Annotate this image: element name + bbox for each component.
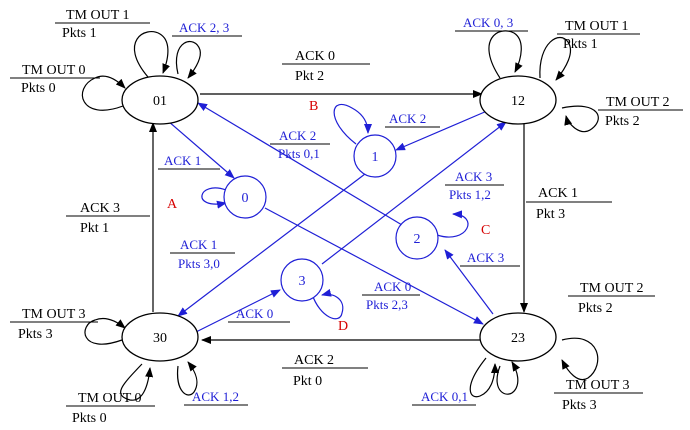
edge-3-to-12: [321, 121, 507, 265]
label-ack03: ACK 0, 3: [463, 15, 513, 30]
edge-23-to-2: [444, 249, 494, 315]
label-tm3-bot: Pkts 3: [18, 327, 53, 342]
marker-c: C: [481, 223, 490, 238]
label-tm2-bot: Pkts 2: [605, 114, 640, 129]
self-loop-30-bottomright: [176, 361, 198, 396]
label-ack2-blue: ACK 2: [389, 111, 426, 126]
self-loop-01-left: [81, 75, 126, 111]
self-loop-1: [333, 103, 372, 145]
label-tm3b-bot: Pkts 3: [562, 398, 597, 413]
edge-2-to-01: [197, 102, 403, 226]
state-12-label: 12: [511, 94, 525, 109]
self-loop-12-right: [561, 105, 599, 133]
self-loop-01-top: [133, 31, 170, 78]
state-23[interactable]: 23: [479, 312, 557, 362]
label-tm2b-bot: Pkts 2: [578, 301, 613, 316]
label-ack1-pkts-bot: Pkts 3,0: [178, 256, 220, 271]
self-loop-12-topright: [539, 36, 572, 81]
self-loop-3: [311, 288, 344, 320]
label-ack1-right-top: ACK 1: [538, 186, 578, 201]
self-loop-30-bottom: [120, 363, 154, 401]
label-tm0b-bot: Pkts 0: [72, 411, 107, 426]
self-loop-12-top: [488, 30, 523, 79]
label-tm1-bot: Pkts 1: [62, 26, 97, 41]
edge-0-to-23: [264, 207, 484, 325]
label-ack0-blue: ACK 0: [236, 306, 273, 321]
label-ack1-right-bot: Pkt 3: [536, 207, 565, 222]
marker-d: D: [338, 319, 348, 334]
self-loop-2: [436, 210, 469, 238]
label-ack3-pkts-top: ACK 3: [455, 169, 492, 184]
self-loop-23-bottomleft: [469, 357, 499, 398]
edge-12-to-1: [395, 110, 488, 151]
label-tm1b-bot: Pkts 1: [563, 37, 598, 52]
edge-30-to-3: [195, 289, 281, 333]
state-1-label: 1: [372, 150, 379, 165]
label-ack0-pkts-top: ACK 0: [374, 279, 411, 294]
label-ack01: ACK 0,1: [421, 389, 468, 404]
label-ack3-left-bot: Pkt 1: [80, 221, 109, 236]
label-ack2-bottom-bot: Pkt 0: [293, 374, 322, 389]
edge-01-to-0: [167, 120, 235, 179]
label-ack2-pkts-top: ACK 2: [279, 128, 316, 143]
self-loop-01-right: [175, 40, 201, 79]
state-2[interactable]: 2: [395, 216, 439, 260]
label-ack12: ACK 1,2: [192, 389, 239, 404]
label-tm1b-top: TM OUT 1: [565, 19, 629, 34]
label-ack2-bottom-top: ACK 2: [294, 353, 334, 368]
marker-a: A: [167, 197, 178, 212]
marker-b: B: [309, 99, 318, 114]
state-12[interactable]: 12: [479, 75, 557, 125]
label-ack1-blue: ACK 1: [164, 153, 201, 168]
state-3-label: 3: [299, 274, 306, 289]
self-loop-30-left: [84, 317, 126, 345]
label-ack0-bot: Pkt 2: [295, 69, 324, 84]
label-tm0-bot: Pkts 0: [21, 81, 56, 96]
label-tm0-top: TM OUT 0: [22, 63, 86, 78]
self-loop-23-bottom: [496, 361, 521, 395]
state-01-label: 01: [153, 94, 167, 109]
label-ack0-top: ACK 0: [295, 49, 335, 64]
label-tm3b-top: TM OUT 3: [566, 378, 630, 393]
state-1[interactable]: 1: [353, 134, 397, 178]
label-ack3-left-top: ACK 3: [80, 201, 120, 216]
label-ack23: ACK 2, 3: [179, 20, 229, 35]
label-tm2-top: TM OUT 2: [606, 95, 670, 110]
state-30-label: 30: [153, 331, 167, 346]
state-0[interactable]: 0: [223, 175, 267, 219]
state-23-label: 23: [511, 331, 525, 346]
self-loop-23-right: [561, 337, 599, 381]
label-tm2b-top: TM OUT 2: [580, 281, 644, 296]
state-3[interactable]: 3: [280, 258, 324, 302]
label-ack3-blue: ACK 3: [467, 250, 504, 265]
edge-1-to-30: [177, 173, 366, 317]
state-30[interactable]: 30: [121, 312, 199, 362]
state-0-label: 0: [242, 191, 249, 206]
self-loop-0: [201, 187, 227, 209]
label-ack0-pkts-bot: Pkts 2,3: [366, 297, 408, 312]
state-01[interactable]: 01: [121, 75, 199, 125]
label-ack1-pkts-top: ACK 1: [180, 237, 217, 252]
label-ack3-pkts-bot: Pkts 1,2: [449, 187, 491, 202]
label-ack2-pkts-bot: Pkts 0,1: [278, 146, 320, 161]
label-tm3-top: TM OUT 3: [22, 307, 86, 322]
label-tm1-top: TM OUT 1: [66, 8, 130, 23]
state-2-label: 2: [414, 232, 421, 247]
label-tm0b-top: TM OUT 0: [78, 391, 142, 406]
